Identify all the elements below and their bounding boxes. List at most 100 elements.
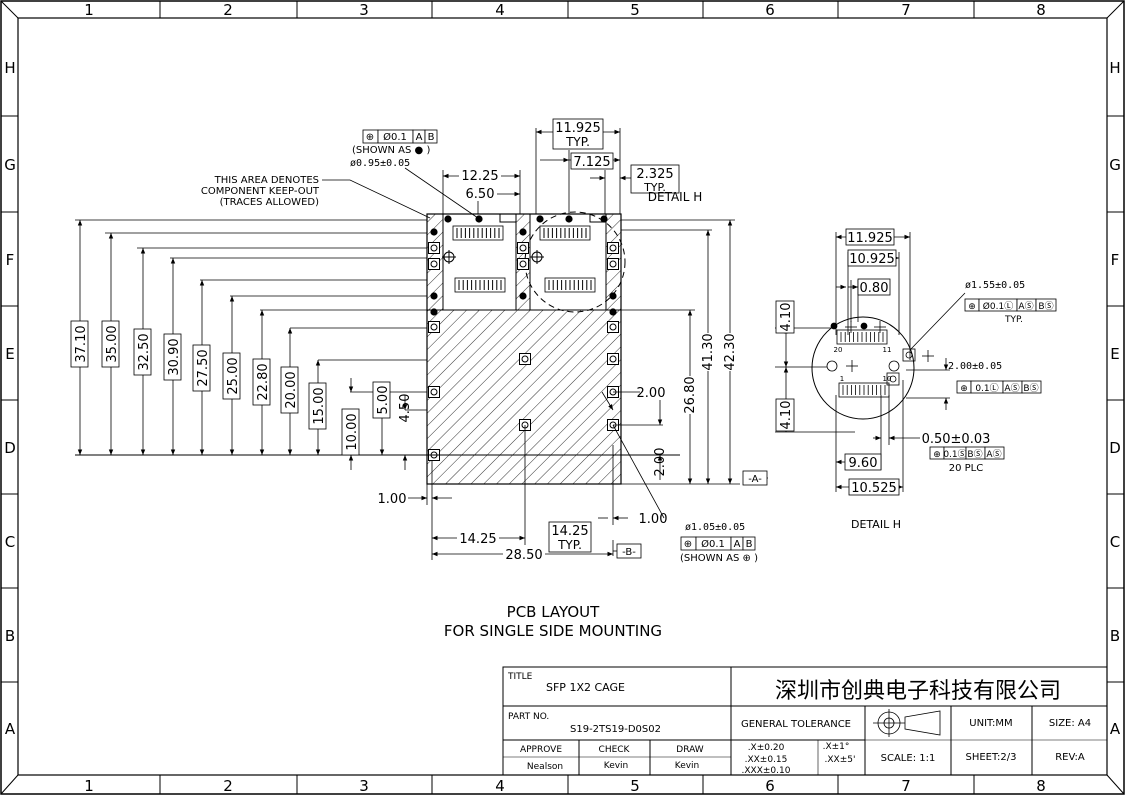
zone-row-label: B [5,627,15,645]
dim-label: 11.925 [555,121,601,136]
projection-symbol-icon [873,709,941,737]
connector-pad-row [452,225,504,241]
dim-label: 0.80 [860,281,889,296]
zone-row-label: F [1111,251,1120,269]
connector-pad-row [539,225,591,241]
drawing-title-line: FOR SINGLE SIDE MOUNTING [444,622,662,640]
zone-col-label: 1 [84,777,94,795]
zone-row-label: C [5,533,15,551]
ground-pad [517,242,529,254]
port-opening-right [529,214,607,311]
dim-label: 4.10 [779,401,794,430]
zone-row-label: E [5,345,14,363]
fcf-datum: AⓈ [1018,301,1033,312]
zone-col-label: 3 [359,777,369,795]
ground-pad [607,242,619,254]
detail-h-caption: DETAIL H [851,518,901,531]
ground-pad [607,258,619,270]
title-value: SFP 1X2 CAGE [546,681,625,694]
zone-col-label: 2 [223,777,233,795]
mounting-hole-filled [444,215,452,223]
dim-label: 27.50 [196,349,211,386]
detail-h-labels: 11.925 10.925 0.80 4.10 4.10 9.60 10.525… [775,228,990,531]
datum-a: -A- [748,474,762,485]
partno-label: PART NO. [508,712,549,722]
keepout-note-line: COMPONENT KEEP-OUT [201,186,320,197]
zone-col-label: 6 [765,1,775,19]
top-hole-callout: ⊕ Ø0.1 A B (SHOWN AS ● ) ø0.95±0.05 THIS… [201,129,479,219]
fcf-symbol: ⊕ [960,384,968,394]
dim-label: 15.00 [312,387,327,424]
dim-label: 26.80 [683,376,698,413]
pcb-layout-main [426,211,626,485]
dim-label: 9.60 [849,456,878,471]
dim-label: 22.80 [256,363,271,400]
ground-pad [428,258,440,270]
port-opening-left [442,214,517,311]
dim-label: 20 PLC [949,463,984,474]
hole-diameter-note: ø0.95±0.05 [350,158,410,169]
dim-label: 41.30 [701,333,716,370]
zone-col-label: 5 [630,1,640,19]
ground-pad [428,242,440,254]
pin-number: 20 [834,346,843,354]
fcf-symbol: ⊕ [933,450,941,460]
zone-row-label: G [1109,156,1121,174]
approve-label: APPROVE [520,745,562,755]
check-label: CHECK [599,745,631,755]
dim-label: 28.50 [505,548,542,563]
mounting-hole-filled [600,215,608,223]
zone-row-labels: H G F E D C B A H G F E D C B A [4,59,1121,738]
ground-pad [428,321,440,333]
zone-col-label: 4 [495,777,505,795]
shown-as-note: (SHOWN AS ● ) [352,145,430,156]
fcf-datum: BⓈ [1023,383,1038,394]
fcf-tolerance: Ø0.1 [701,538,725,550]
zone-col-label: 7 [901,1,911,19]
zone-row-label: H [4,59,15,77]
dim-label: TYP. [565,135,590,149]
bottom-dim-labels: 1.00 14.25 28.50 14.25 TYP. -B- [378,492,642,563]
title-block-text: TITLE SFP 1X2 CAGE 深圳市创典电子科技有限公司 PART NO… [507,672,1091,776]
dim-label: 2.00±0.05 [948,361,1002,372]
fcf-symbol: ⊕ [968,302,976,312]
dim-label: 25.00 [226,357,241,394]
tolerance-xxx: .XXX±0.10 [742,766,791,776]
dim-label: 12.25 [461,169,498,184]
fcf-datum: A [734,539,741,550]
tolerance-angle-x: .X±1° [823,742,850,752]
dim-label: 1.00 [639,512,668,527]
zone-col-label: 5 [630,777,640,795]
keepout-note-line: (TRACES ALLOWED) [220,197,319,208]
mounting-hole-filled [430,228,438,236]
fcf-typ: TYP. [1004,315,1023,325]
keepout-note-line: THIS AREA DENOTES [214,175,319,186]
top-dim-labels: 12.25 6.50 11.925 TYP. 7.125 2.325 TYP. … [459,118,702,204]
fcf-tolerance: 0.1Ⓛ [975,383,998,394]
ground-pad [519,353,531,365]
zone-row-label: D [4,439,16,457]
drawing-title-line: PCB LAYOUT [507,603,601,621]
pin-number: 11 [883,346,892,354]
dim-label: 10.925 [849,252,895,267]
title-label: TITLE [507,672,533,682]
dim-label: 11.925 [847,231,893,246]
right-dimensions [598,219,768,525]
pin-number: 10 [883,375,892,383]
dim-label: 4.10 [779,303,794,332]
mounting-hole-filled [609,308,617,316]
zone-col-label: 8 [1036,1,1046,19]
check-value: Kevin [604,761,629,771]
dim-label: 4.50 [398,394,413,423]
dim-label: 2.325 [636,167,673,182]
draw-value: Kevin [675,761,700,771]
dim-label: 7.125 [573,155,610,170]
fcf-datum: AⓈ [986,449,1001,460]
datum-b: -B- [622,547,636,558]
zone-col-label: 7 [901,777,911,795]
shown-as-note: (SHOWN AS ⊕ ) [680,553,758,564]
tolerance-angle-xx: .XX±5' [825,755,856,765]
zone-column-labels: 1 2 3 4 5 6 7 8 1 2 3 4 5 6 7 8 [84,1,1046,795]
mounting-hole-filled [430,308,438,316]
